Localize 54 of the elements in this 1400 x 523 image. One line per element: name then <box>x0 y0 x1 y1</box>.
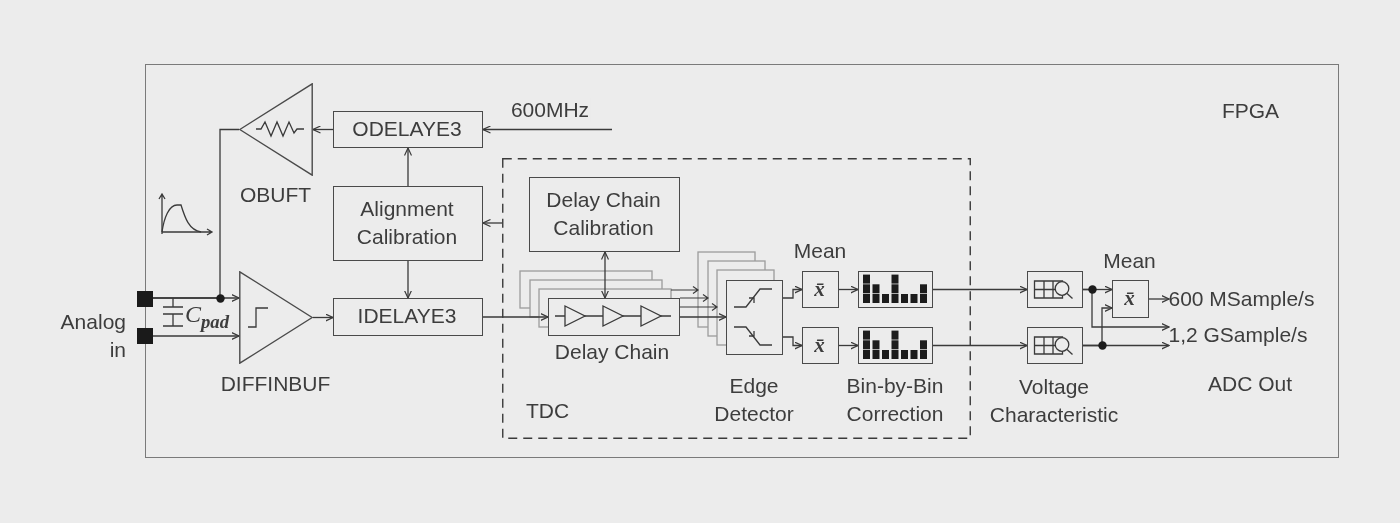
connector-arrow <box>838 285 859 294</box>
block-label: ODELAYE3 <box>352 116 462 141</box>
block-caption: Voltage Characteristic <box>988 374 1120 428</box>
connector-arrow <box>482 218 503 228</box>
block-caption: Bin-by-Bin Correction <box>845 373 945 427</box>
chip-boundary-frame <box>145 64 1339 458</box>
connector-arrow <box>679 312 727 322</box>
connector-arrow <box>1148 294 1170 304</box>
dashed-group-box <box>501 157 971 439</box>
histogram-box <box>857 270 933 308</box>
process-box <box>332 297 483 336</box>
output-label: 1,2 GSample/s <box>1168 321 1308 348</box>
lookup-table-box <box>1026 270 1083 308</box>
input-pad <box>137 328 153 344</box>
math-symbol: x̄ <box>814 332 825 357</box>
block-caption: Edge Detector <box>713 373 795 427</box>
block-label: IDELAYE3 <box>357 304 457 328</box>
connector-arrow <box>1082 288 1170 332</box>
block-caption: DIFFINBUF <box>220 371 331 396</box>
block-caption: OBUFT <box>239 182 312 207</box>
mean-box <box>801 326 839 364</box>
group-label: TDC <box>525 398 570 423</box>
block-label: Alignment Calibration <box>355 195 459 250</box>
math-symbol: x̄ <box>814 276 825 301</box>
connector-arrow <box>482 125 613 134</box>
input-pad <box>137 291 153 307</box>
connector-arrow <box>312 125 334 134</box>
double-arrow <box>600 251 610 299</box>
connector-arrow <box>838 341 859 350</box>
connector-arrow <box>932 285 1028 294</box>
block-title: FPGA <box>1221 98 1280 123</box>
connector-arrow <box>782 336 803 350</box>
math-symbol: x̄ <box>1124 286 1135 310</box>
process-box <box>528 176 680 252</box>
connector-arrow <box>403 147 413 187</box>
connector-arrow <box>312 313 334 322</box>
block-heading: Mean <box>1103 249 1156 273</box>
parallel-arrows <box>671 285 719 312</box>
block-label: Delay Chain Calibration <box>545 186 662 241</box>
connector-arrow <box>782 285 803 299</box>
output-group-label: ADC Out <box>1208 372 1292 396</box>
block-caption: Delay Chain <box>554 340 670 364</box>
port-label: Analog in <box>59 309 126 363</box>
output-label: 600 MSample/s <box>1168 285 1315 312</box>
process-box <box>332 110 483 148</box>
process-box <box>332 185 483 261</box>
connector-arrow <box>1082 303 1113 347</box>
connector-arrow <box>482 312 549 322</box>
block-heading: Mean <box>793 239 847 263</box>
connector-arrow <box>932 341 1028 350</box>
connector-arrow <box>403 260 413 299</box>
connector-arrow <box>152 293 240 303</box>
component-label: C$_{pad}$ <box>185 300 230 334</box>
connector-arrow <box>152 331 240 341</box>
